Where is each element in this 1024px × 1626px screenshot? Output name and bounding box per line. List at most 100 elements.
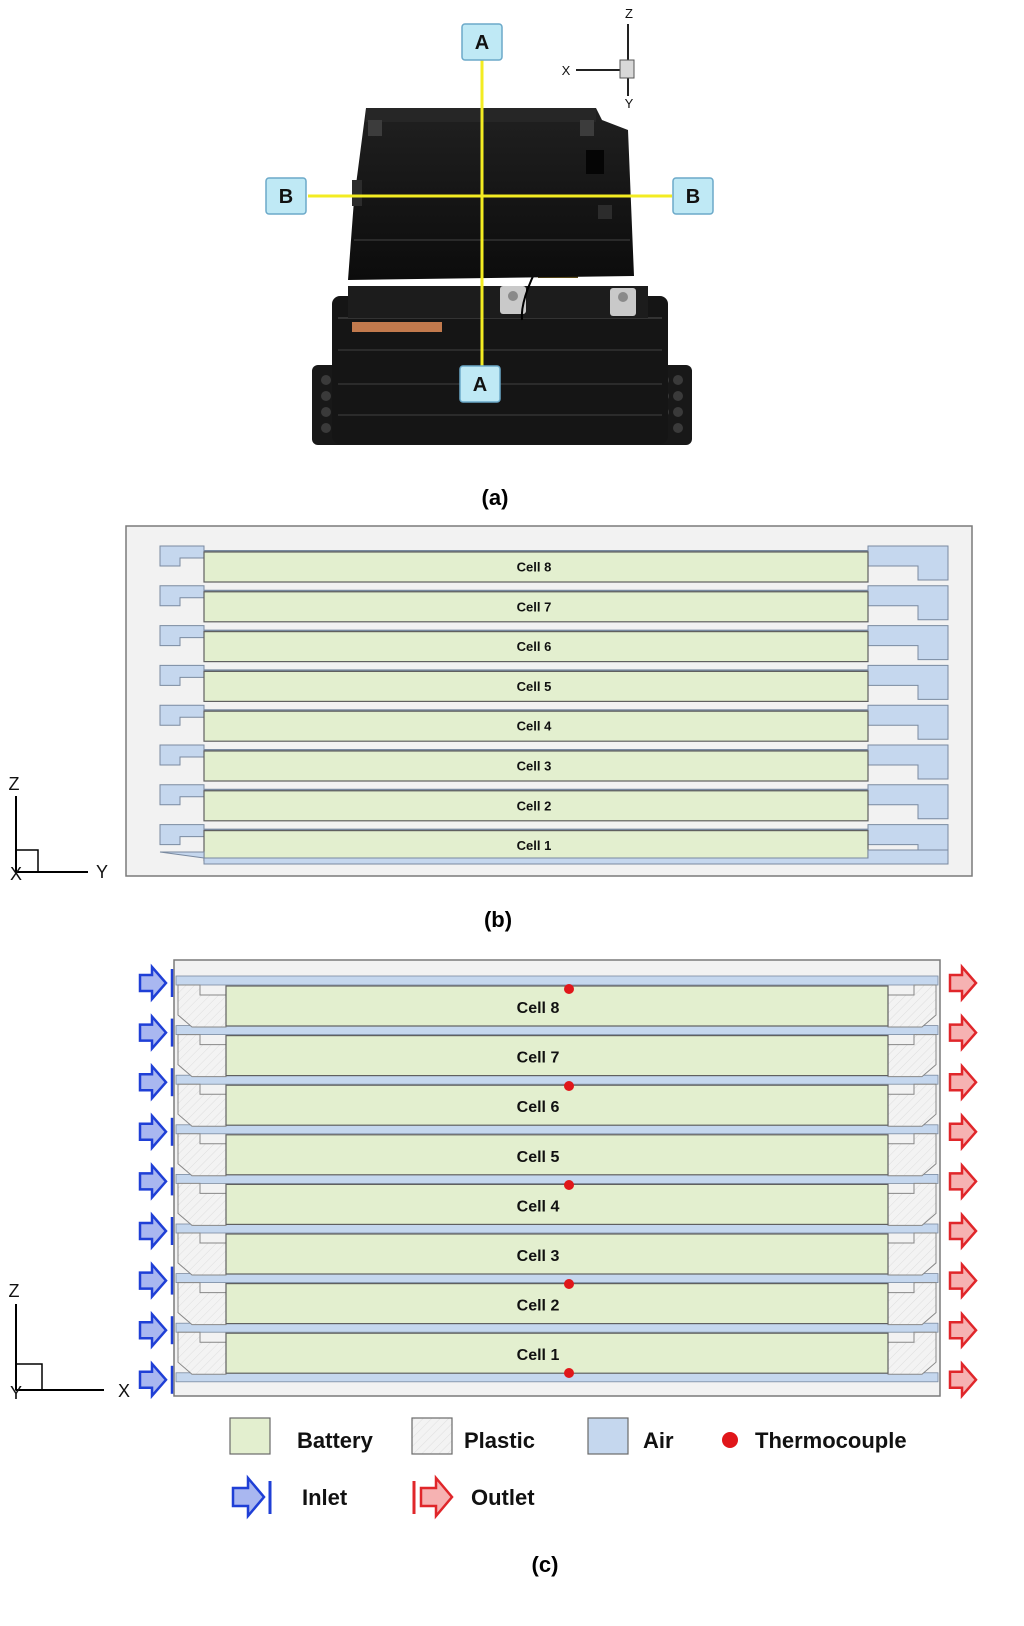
battery-cell	[225, 1233, 889, 1275]
panel-c-thermocouples	[564, 984, 574, 1378]
axis-triad-c: Z Y X	[9, 1281, 131, 1403]
panel-b-cross-section: Cell 8 Cell 7 Cell 6 Cell 5 Cell 4 Cell 3 Cell…	[125, 525, 973, 877]
cell-label: Cell 8	[517, 1000, 560, 1017]
inlet-arrow-icon	[138, 1013, 168, 1052]
svg-text:Inlet: Inlet	[302, 1485, 348, 1510]
outlet-arrow-icon	[948, 1062, 978, 1102]
panel-a-photo	[312, 108, 692, 445]
panel-b-cell-6: Cell 3	[159, 744, 949, 782]
svg-text:X: X	[10, 864, 22, 884]
thermocouple-point	[564, 1180, 574, 1190]
svg-text:B: B	[686, 186, 700, 208]
panel-b-cell-5: Cell 4	[159, 704, 949, 742]
legend-air-swatch	[587, 1417, 629, 1455]
air-channel-bottom	[159, 849, 949, 865]
battery-cell	[225, 1183, 889, 1226]
outlet-arrow-icon	[948, 963, 978, 1003]
cell-label: Cell 4	[517, 1198, 560, 1215]
section-label-b-right: B	[672, 177, 714, 215]
legend-plastic: Plastic	[411, 1417, 535, 1455]
battery-cell	[203, 630, 869, 663]
outlet-arrow-icon	[948, 1310, 978, 1350]
legend-air: Air	[587, 1417, 674, 1455]
svg-text:Y: Y	[625, 96, 634, 111]
svg-text:X: X	[118, 1381, 130, 1401]
battery-cell	[203, 551, 869, 583]
legend-thermocouple: Thermocouple	[722, 1428, 907, 1453]
panel-c-cell-5: Cell 4	[177, 1182, 937, 1226]
inlet-arrow-icon	[138, 963, 168, 1003]
section-lines	[308, 60, 672, 370]
air-layer	[175, 1074, 939, 1085]
battery-cell	[203, 750, 869, 782]
module-lid	[348, 108, 634, 280]
cell-label: Cell 2	[517, 1298, 560, 1315]
outlet-arrow-icon	[948, 1112, 978, 1152]
battery-cell	[203, 829, 869, 862]
plastic-block-right	[887, 1331, 937, 1375]
air-channel-left	[159, 824, 205, 846]
panel-c-cell-4: Cell 5	[177, 1133, 937, 1177]
inlet-arrow-icon	[138, 1360, 168, 1400]
air-layer	[175, 975, 939, 986]
battery-cell	[225, 1084, 889, 1126]
cell-label: Cell 8	[517, 560, 552, 575]
svg-text:A: A	[473, 374, 487, 396]
legend-plastic-swatch	[411, 1417, 453, 1455]
cell-label: Cell 5	[517, 1149, 560, 1166]
battery-cell	[203, 710, 869, 742]
caption-c: (c)	[532, 1552, 559, 1577]
air-channel-left	[159, 664, 205, 686]
cell-label: Cell 3	[517, 1248, 560, 1265]
thermocouple-point	[564, 984, 574, 994]
panel-c-cell-7: Cell 2	[177, 1282, 937, 1326]
cell-label: Cell 5	[517, 679, 552, 694]
inlet-arrow-icon	[138, 1112, 168, 1152]
panel-c-flow-arrows	[138, 963, 978, 1400]
air-channel-left	[159, 625, 205, 647]
inlet-arrow-icon	[138, 1062, 168, 1102]
cell-label: Cell 4	[517, 719, 552, 734]
panel-b-cell-4: Cell 5	[159, 664, 949, 703]
panel-c-cell-1: Cell 8	[177, 984, 937, 1028]
thermocouple-point	[564, 1279, 574, 1289]
battery-cell	[225, 985, 889, 1027]
inlet-arrow-icon	[231, 1474, 266, 1520]
svg-text:Battery: Battery	[297, 1428, 374, 1453]
plastic-block-right	[887, 1133, 937, 1177]
cell-label: Cell 2	[517, 798, 552, 813]
inlet-arrow-icon	[138, 1310, 168, 1350]
caption-a: (a)	[482, 485, 509, 510]
terminal-region	[348, 286, 648, 318]
cell-label: Cell 7	[517, 599, 552, 614]
air-channel-left	[159, 744, 205, 766]
svg-text:Z: Z	[9, 774, 20, 794]
legend-battery-swatch	[229, 1417, 271, 1455]
panel-b-cell-3: Cell 6	[159, 625, 949, 663]
battery-cell	[203, 790, 869, 822]
air-channel-left	[159, 704, 205, 726]
section-label-b-left: B	[265, 177, 307, 215]
thermocouple-icon	[722, 1432, 738, 1448]
air-channel-left	[159, 585, 205, 607]
panel-c-cell-2: Cell 7	[177, 1034, 937, 1078]
svg-text:Thermocouple: Thermocouple	[755, 1428, 907, 1453]
cell-label: Cell 6	[517, 639, 552, 654]
cell-label: Cell 3	[517, 759, 552, 774]
cell-label: Cell 1	[517, 838, 552, 853]
panel-b-cell-2: Cell 7	[159, 585, 949, 623]
battery-cell	[203, 591, 869, 623]
battery-cell	[225, 1134, 889, 1176]
air-layer	[175, 1273, 939, 1283]
legend-outlet: Outlet	[412, 1474, 535, 1520]
svg-text:A: A	[475, 32, 489, 54]
panel-b-cell-1: Cell 8	[159, 545, 949, 583]
air-layer	[175, 1322, 939, 1333]
battery-cell	[225, 1332, 889, 1374]
air-layer	[175, 1025, 939, 1035]
plastic-block-right	[887, 1232, 937, 1276]
inlet-arrow-icon	[138, 1261, 168, 1300]
air-layer	[175, 1223, 939, 1234]
